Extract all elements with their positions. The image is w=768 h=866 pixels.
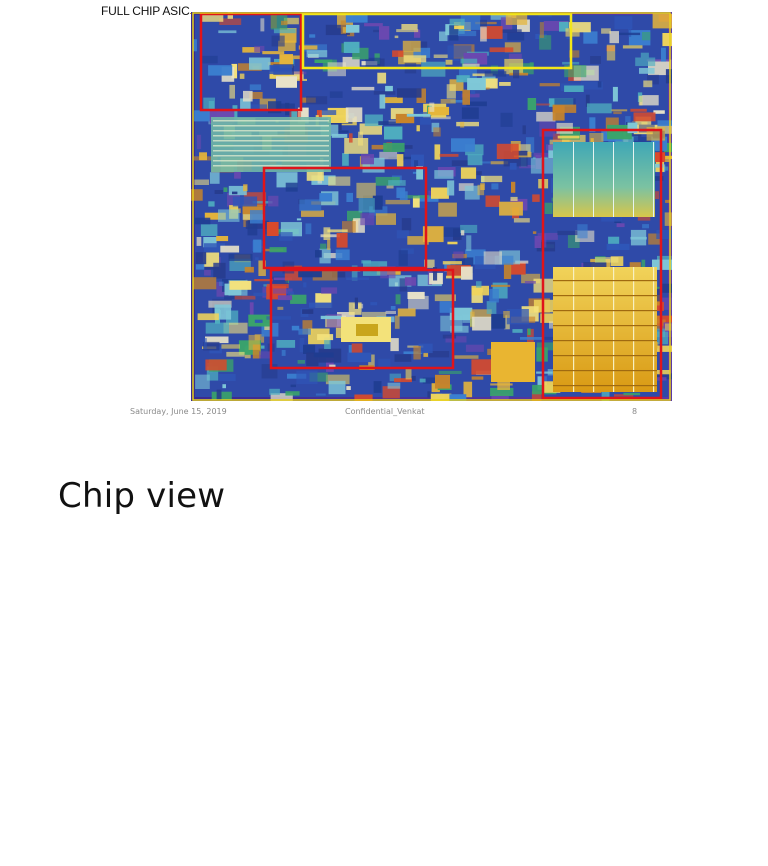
slide-title: FULL CHIP ASIC bbox=[101, 4, 190, 18]
footer-date: Saturday, June 15, 2019 bbox=[130, 407, 227, 416]
chip-die-image bbox=[191, 12, 672, 401]
footer-page-number: 8 bbox=[632, 407, 638, 416]
page-caption: Chip view bbox=[58, 476, 226, 516]
die-photo-graphic bbox=[191, 12, 672, 401]
footer-confidential: Confidential_Venkat bbox=[345, 407, 425, 416]
slide-thumbnail: FULL CHIP ASIC bbox=[0, 0, 768, 430]
